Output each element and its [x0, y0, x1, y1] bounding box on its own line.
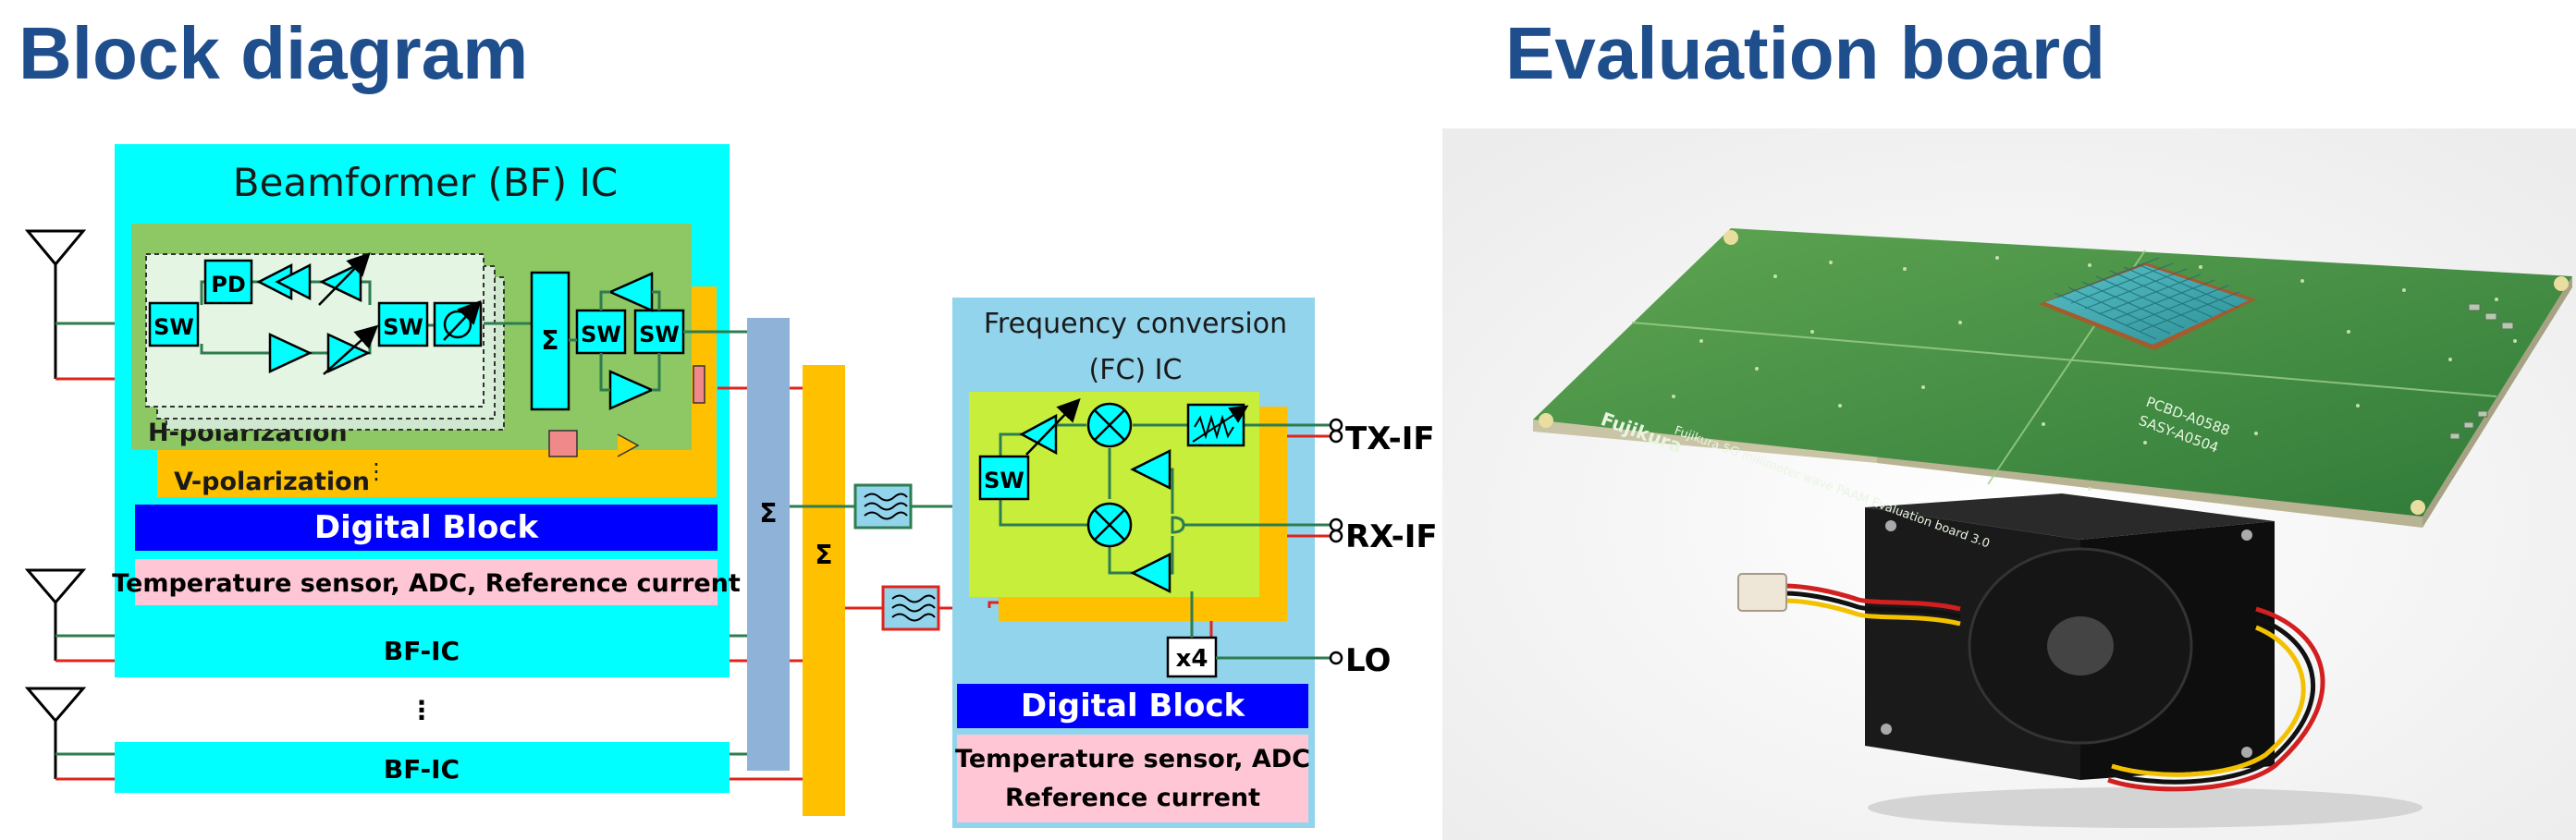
attenuator-icon	[1186, 403, 1249, 447]
power-detector-block	[203, 259, 253, 305]
bf-ic-title: Beamformer (BF) IC	[233, 160, 619, 205]
switch-block	[377, 301, 429, 347]
fc-digital-block-label: Digital Block	[1021, 688, 1246, 724]
rows-ellipsis: ⋮	[409, 695, 435, 725]
bf-digital-block	[135, 505, 718, 551]
orange-sigma-label: Σ	[815, 540, 832, 570]
bf-sensors-block	[135, 559, 718, 605]
sigma-label: Σ	[541, 325, 558, 356]
filter-icon	[853, 483, 913, 530]
antenna-icon	[24, 229, 87, 379]
power-detector-label: PD	[211, 272, 246, 298]
fc-switch-label: SW	[984, 468, 1024, 493]
tx-rx-combiner-bar	[747, 318, 790, 771]
fc-ic-title-line1: Frequency conversion	[984, 308, 1287, 340]
bf-ic-row	[115, 624, 730, 675]
switch-block	[148, 301, 200, 347]
bf-ic-row-label: BF-IC	[384, 636, 460, 666]
bf-ic-row-label: BF-IC	[384, 754, 460, 785]
v-polarization-label: V-polarization	[174, 468, 370, 496]
tx-if-port-icon	[1329, 418, 1343, 432]
filter-icon	[881, 585, 940, 631]
block-diagram-heading: Block diagram	[18, 12, 529, 94]
switch-block	[633, 309, 685, 355]
fc-sensors-line2: Reference current	[1005, 784, 1260, 812]
bf-digital-block-label: Digital Block	[314, 509, 540, 546]
variable-amplifier-icon	[1019, 413, 1058, 456]
amplifier-icon	[256, 262, 312, 301]
v-polarization-ellipsis: ⋮	[365, 458, 387, 484]
evaluation-board-heading: Evaluation board	[1505, 12, 2105, 94]
lo-combiner-bar	[803, 365, 845, 816]
fan-connector	[1737, 573, 1787, 612]
cooling-fan	[1865, 493, 2275, 780]
fc-sensors-block	[957, 735, 1308, 822]
bf-ic-row	[115, 742, 730, 793]
block-diagram: Beamformer (BF) IC V-polarization ⋮ H-po…	[24, 144, 1438, 828]
fc-digital-block	[957, 684, 1308, 728]
mixer-icon	[1086, 402, 1133, 448]
fc-sensors-line1: Temperature sensor, ADC	[955, 745, 1310, 773]
switch-label: SW	[153, 314, 194, 340]
antenna-array-chip	[2039, 257, 2256, 350]
antenna-icon	[24, 687, 87, 779]
switch-label: SW	[581, 322, 621, 347]
rx-if-label: RX-IF	[1345, 518, 1438, 555]
rx-if-port-icon	[1329, 517, 1343, 532]
antenna-icon	[24, 568, 87, 661]
fc-switch-block	[978, 455, 1030, 501]
lo-port-icon	[1329, 651, 1343, 665]
lo-label: LO	[1345, 642, 1391, 679]
sigma-combiner-block	[530, 271, 570, 411]
fc-ic-title-line2: (FC) IC	[1089, 354, 1183, 386]
amplifier-icon	[1130, 448, 1171, 594]
pcb-board	[1533, 228, 2572, 517]
amplifier-icon	[268, 333, 313, 373]
lo-multiplier-label: x4	[1176, 645, 1208, 673]
fan-cable	[1784, 583, 2325, 792]
bf-sensors-label: Temperature sensor, ADC, Reference curre…	[112, 569, 741, 598]
evaluation-board-photo: Fujikura PCBD-A0588 SASY-A0504 Fujikura …	[1442, 128, 2576, 840]
mixer-icon	[1086, 502, 1133, 548]
blue-sigma-label: Σ	[759, 498, 777, 529]
switch-label: SW	[383, 314, 423, 340]
switch-label: SW	[639, 322, 680, 347]
tx-if-label: TX-IF	[1345, 420, 1435, 457]
